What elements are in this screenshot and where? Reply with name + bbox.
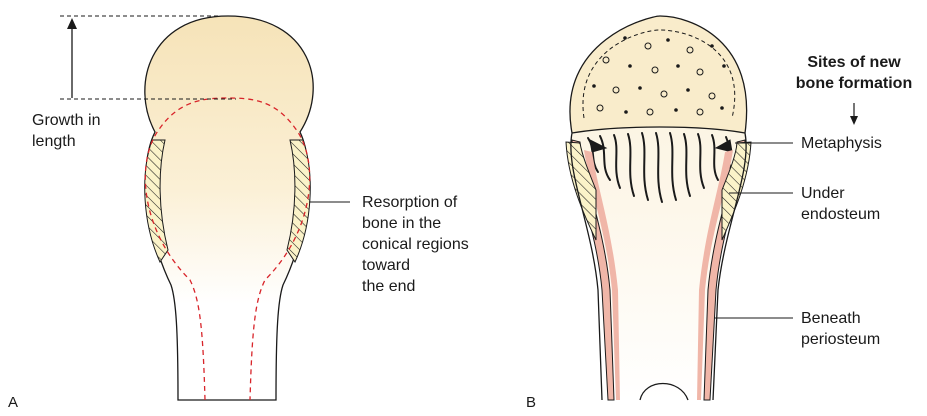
- panel-a: [60, 16, 350, 400]
- new-bone-header: Sites of new bone formation: [786, 52, 922, 94]
- panel-letter-a: A: [8, 394, 18, 411]
- bone-a-outline: [145, 16, 313, 400]
- arrow-head-icon: [67, 18, 77, 29]
- metaphysis-label: Metaphysis: [801, 133, 882, 154]
- down-arrow-icon: [850, 116, 858, 125]
- endosteum-label: Under endosteum: [801, 183, 880, 225]
- resorption-label: Resorption of bone in the conical region…: [362, 192, 469, 297]
- growth-label: Growth in length: [32, 110, 100, 152]
- periosteum-label: Beneath periosteum: [801, 308, 880, 350]
- panel-letter-b: B: [526, 394, 536, 411]
- epiphysis: [570, 16, 747, 133]
